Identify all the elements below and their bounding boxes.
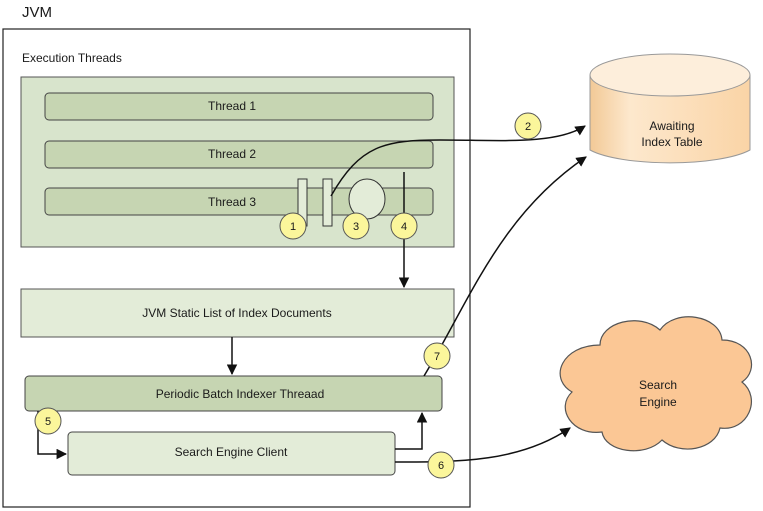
step-number-3: 3 <box>353 221 359 233</box>
step-badge-3: 3 <box>342 212 370 240</box>
search-engine-line1: Search <box>639 378 677 392</box>
step-badge-7: 7 <box>423 342 451 370</box>
step-badge-2: 2 <box>514 112 542 140</box>
thread-label-3: Thread 3 <box>208 195 256 209</box>
thread-bar-3: Thread 3 <box>44 187 434 216</box>
static-list-box <box>20 288 455 338</box>
step-number-2: 2 <box>525 121 531 133</box>
step-number-4: 4 <box>401 221 407 233</box>
thread-bar-2: Thread 2 <box>44 140 434 169</box>
awaiting-index-table: Awaiting Index Table <box>589 53 751 164</box>
awaiting-table-line2: Index Table <box>641 135 702 149</box>
arrow-client-to-search-engine <box>394 427 571 463</box>
arrow-client-to-indexer <box>395 411 428 450</box>
step-badge-1: 1 <box>279 212 307 240</box>
batch-indexer-label: Periodic Batch Indexer Threaad <box>156 387 325 401</box>
step-number-1: 1 <box>290 221 296 233</box>
search-client-box <box>67 431 396 476</box>
step-number-7: 7 <box>434 351 440 363</box>
thread-label-1: Thread 1 <box>208 99 256 113</box>
step-badge-6: 6 <box>427 451 455 479</box>
thread-bar-1: Thread 1 <box>44 92 434 121</box>
execution-threads-title: Execution Threads <box>22 51 122 65</box>
static-list-label: JVM Static List of Index Documents <box>142 306 331 320</box>
search-engine-line2: Engine <box>639 395 677 409</box>
thread-marker-b <box>322 178 333 227</box>
arrow-thread-to-awaiting-table <box>330 125 586 197</box>
thread-label-2: Thread 2 <box>208 147 256 161</box>
search-client-label: Search Engine Client <box>175 445 288 459</box>
batch-indexer-box <box>24 375 443 412</box>
jvm-title: JVM <box>22 4 52 21</box>
step-number-5: 5 <box>45 416 51 428</box>
step-number-6: 6 <box>438 460 444 472</box>
step-badge-4: 4 <box>390 212 418 240</box>
step-badge-5: 5 <box>34 407 62 435</box>
awaiting-table-line1: Awaiting <box>649 119 694 133</box>
search-engine-cloud: Search Engine <box>559 316 752 452</box>
